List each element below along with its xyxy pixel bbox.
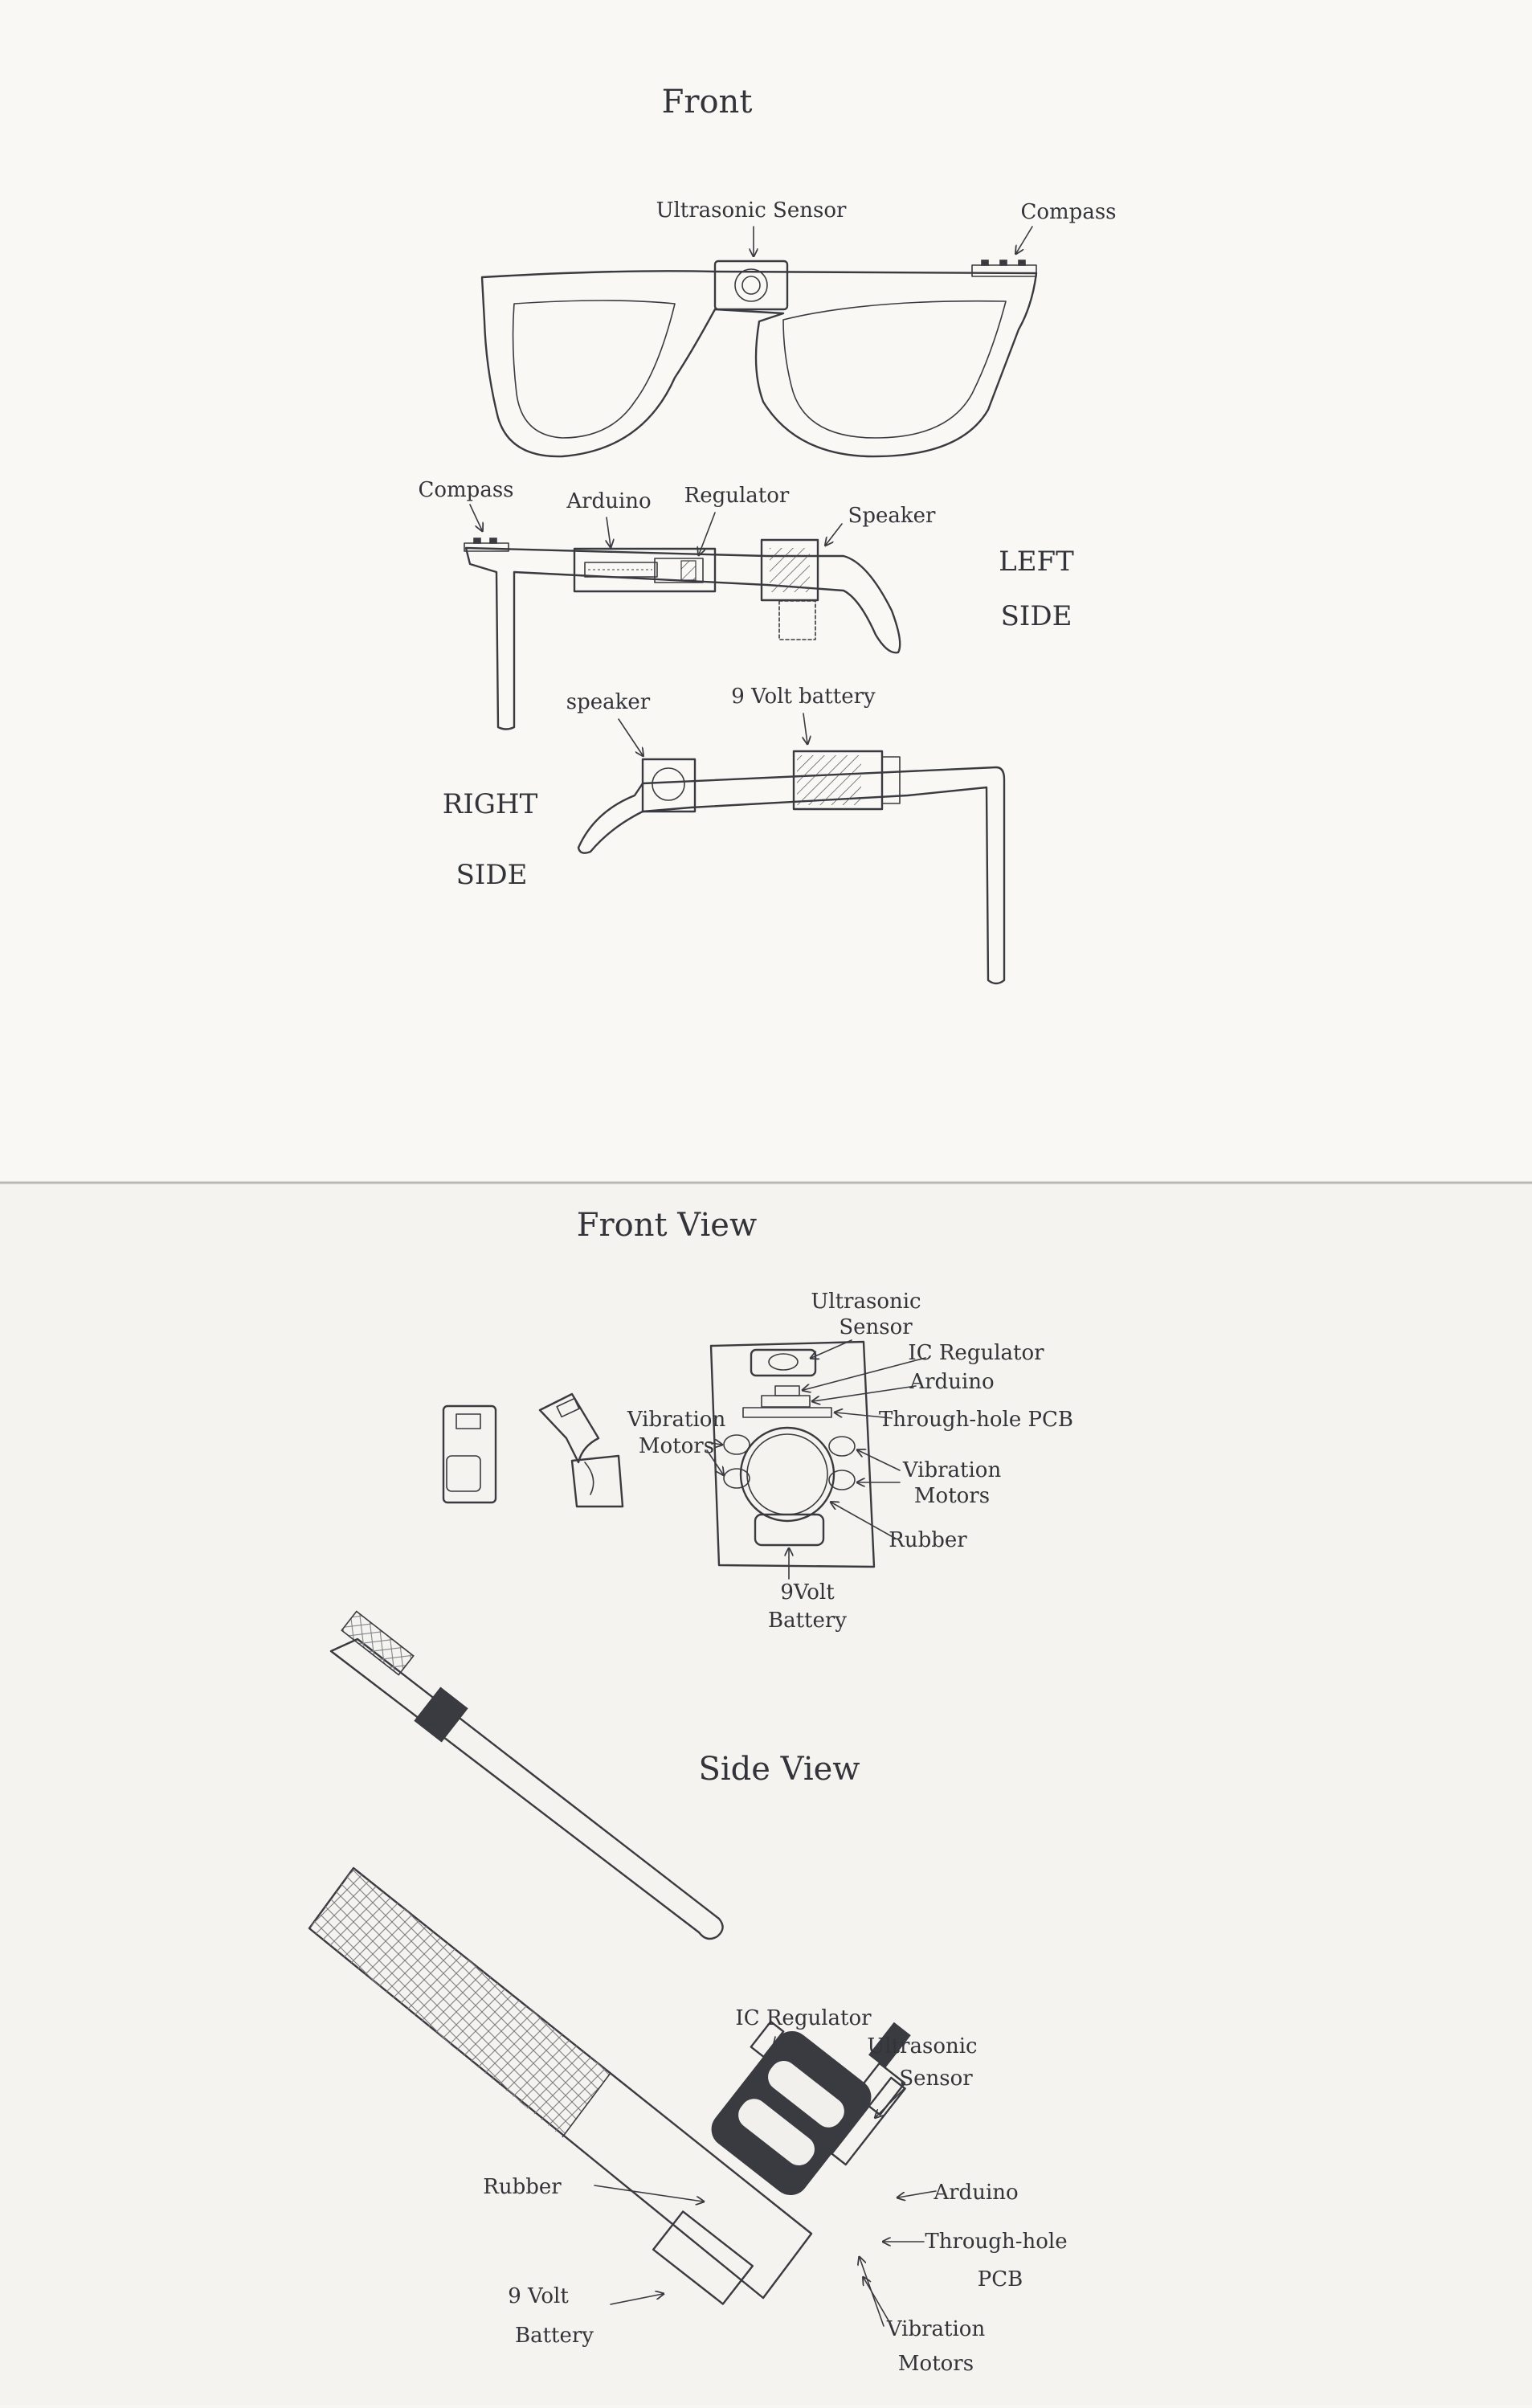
sv-label-vibration-1: Vibration [886,2317,986,2341]
label-compass-front: Compass [1020,200,1116,224]
fv-label-vibration-left-1: Vibration [627,1408,726,1432]
sv-label-vibration-2: Motors [898,2352,974,2376]
label-battery: 9 Volt battery [731,685,876,709]
sv-label-ic-regulator: IC Regulator [735,2006,872,2030]
page-1-paper [0,0,1532,1181]
sv-label-battery-2: Battery [515,2324,594,2348]
fv-label-vibration-right-2: Motors [914,1484,990,1508]
fv-label-ultrasonic-1: Ultrasonic [811,1290,921,1314]
sv-label-ultrasonic-1: Ultrasonic [867,2034,977,2058]
fv-label-pcb: Through-hole PCB [879,1408,1073,1432]
label-left-side-1: LEFT [999,546,1074,578]
side-view-title: Side View [698,1751,860,1788]
sv-label-arduino: Arduino [933,2181,1018,2205]
front-view-title: Front View [577,1207,757,1244]
sv-label-rubber: Rubber [483,2175,562,2199]
fv-label-vibration-right-1: Vibration [902,1458,1002,1482]
sv-label-battery-1: 9 Volt [508,2284,569,2308]
fv-label-battery-1: 9Volt [780,1580,835,1605]
label-ultrasonic-sensor: Ultrasonic Sensor [656,198,847,223]
sv-label-through-hole-2: PCB [978,2267,1023,2291]
label-left-side-2: SIDE [1001,600,1072,632]
label-speaker-left: Speaker [848,504,936,528]
page-2-paper [0,1184,1532,2405]
fv-label-rubber: Rubber [889,1528,967,1552]
label-compass-left: Compass [418,478,513,502]
label-right-side-1: RIGHT [443,788,538,820]
label-regulator: Regulator [684,484,790,508]
fv-label-vibration-left-2: Motors [639,1434,714,1458]
fv-label-arduino: Arduino [909,1370,994,1394]
fv-label-ultrasonic-2: Sensor [839,1315,913,1339]
sv-label-through-hole-1: Through-hole [925,2230,1067,2254]
fv-label-battery-2: Battery [768,1609,847,1633]
label-arduino: Arduino [566,489,651,513]
label-right-side-2: SIDE [456,859,528,891]
label-speaker-right: speaker [566,690,651,714]
sv-label-ultrasonic-2: Sensor [899,2067,973,2091]
page-1-title: Front [662,84,753,121]
fv-label-ic-regulator: IC Regulator [908,1341,1044,1365]
